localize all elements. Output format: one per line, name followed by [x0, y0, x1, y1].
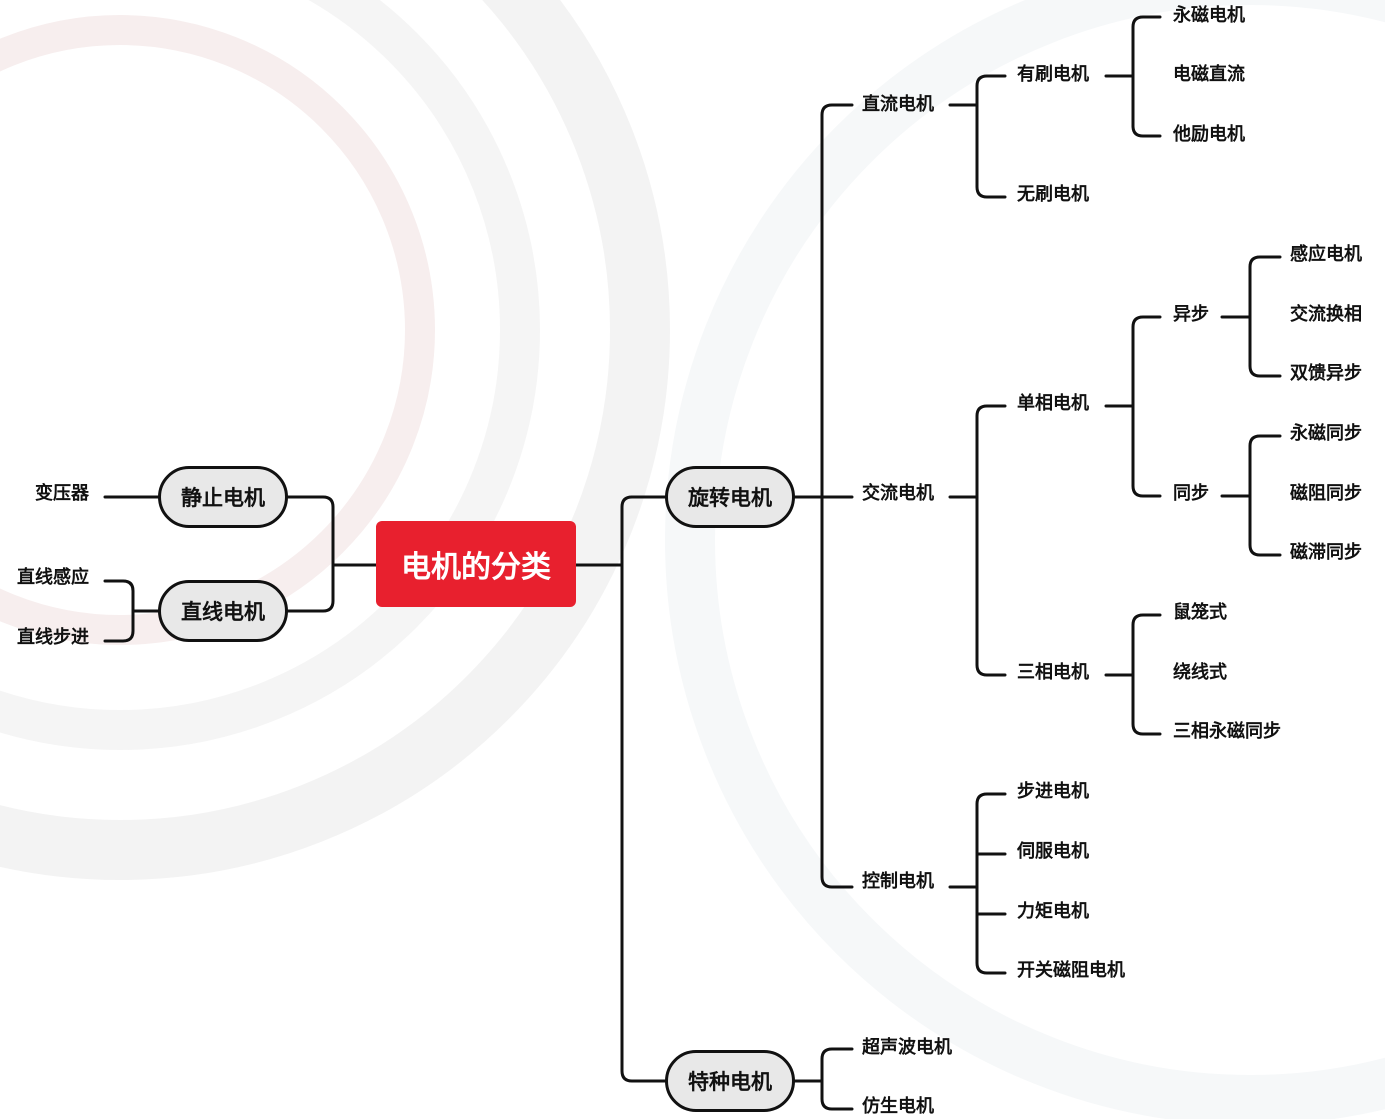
- async-child-node[interactable]: 感应电机: [1290, 244, 1362, 266]
- three-phase-child-node[interactable]: 鼠笼式: [1173, 602, 1227, 624]
- async-node[interactable]: 异步: [1173, 304, 1209, 326]
- control-child-node[interactable]: 步进电机: [1017, 781, 1089, 803]
- brushless-motor-node[interactable]: 无刷电机: [1017, 184, 1089, 206]
- special-motor-node[interactable]: 特种电机: [665, 1050, 795, 1112]
- brushed-child-node[interactable]: 永磁电机: [1173, 5, 1245, 27]
- brushed-child-node[interactable]: 电磁直流: [1173, 64, 1245, 86]
- brushed-motor-node[interactable]: 有刷电机: [1017, 64, 1089, 86]
- linear-induction-node[interactable]: 直线感应: [17, 567, 89, 589]
- static-motor-node[interactable]: 静止电机: [158, 466, 288, 528]
- three-phase-node[interactable]: 三相电机: [1017, 662, 1089, 684]
- ac-motor-node[interactable]: 交流电机: [862, 483, 934, 505]
- three-phase-child-node[interactable]: 绕线式: [1173, 662, 1227, 684]
- transformer-node[interactable]: 变压器: [35, 483, 89, 505]
- async-child-node[interactable]: 双馈异步: [1290, 363, 1362, 385]
- control-child-node[interactable]: 开关磁阻电机: [1017, 960, 1125, 982]
- sync-child-node[interactable]: 磁阻同步: [1290, 483, 1362, 505]
- control-child-node[interactable]: 伺服电机: [1017, 841, 1089, 863]
- control-motor-node[interactable]: 控制电机: [862, 871, 934, 893]
- root-node[interactable]: 电机的分类: [376, 521, 576, 607]
- sync-node[interactable]: 同步: [1173, 483, 1209, 505]
- three-phase-child-node[interactable]: 三相永磁同步: [1173, 721, 1281, 743]
- brushed-child-node[interactable]: 他励电机: [1173, 124, 1245, 146]
- special-child-node[interactable]: 仿生电机: [862, 1096, 934, 1118]
- single-phase-node[interactable]: 单相电机: [1017, 393, 1089, 415]
- linear-stepper-node[interactable]: 直线步进: [17, 627, 89, 649]
- dc-motor-node[interactable]: 直流电机: [862, 94, 934, 116]
- rotating-motor-node[interactable]: 旋转电机: [665, 466, 795, 528]
- special-child-node[interactable]: 超声波电机: [862, 1037, 952, 1059]
- sync-child-node[interactable]: 磁滞同步: [1290, 542, 1362, 564]
- control-child-node[interactable]: 力矩电机: [1017, 901, 1089, 923]
- async-child-node[interactable]: 交流换相: [1290, 304, 1362, 326]
- sync-child-node[interactable]: 永磁同步: [1290, 423, 1362, 445]
- linear-motor-node[interactable]: 直线电机: [158, 580, 288, 642]
